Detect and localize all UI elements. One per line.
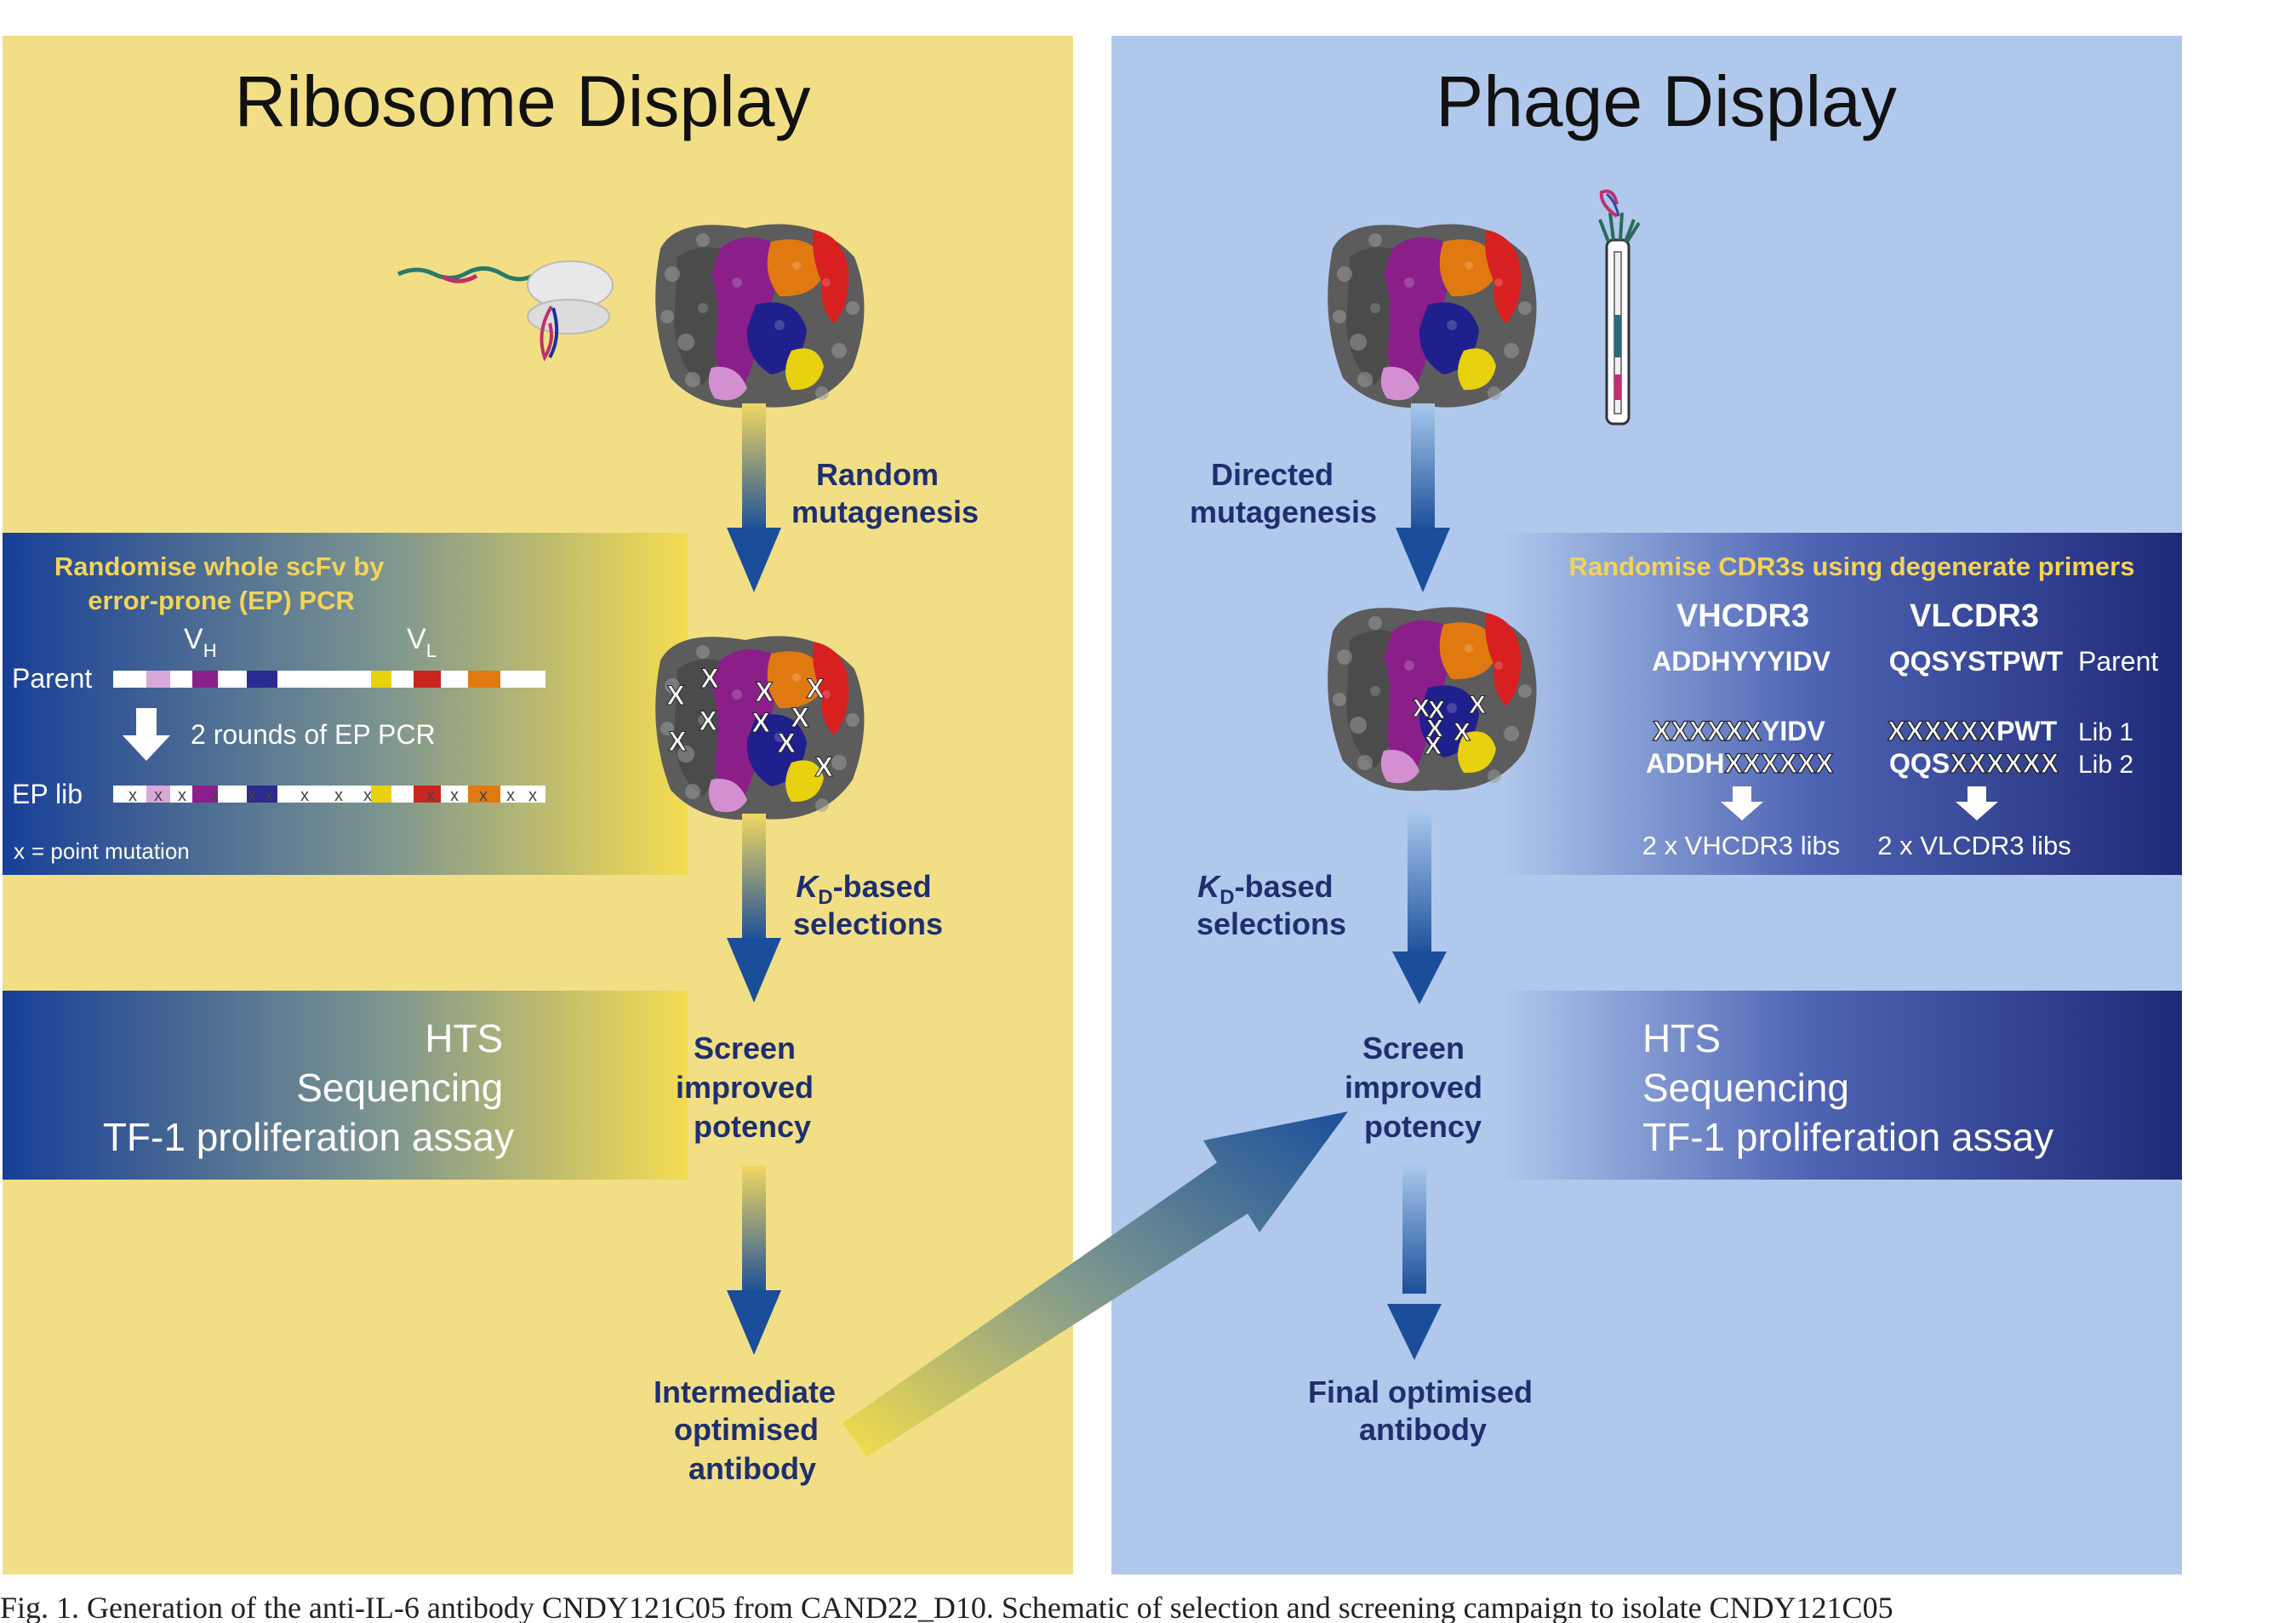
screen-potency-label-right: Screen improved potency	[1345, 1031, 1491, 1144]
lib2-label: Lib 2	[2078, 751, 2133, 779]
final-antibody-label: Final optimised antibody	[1308, 1374, 1541, 1447]
svg-text:x: x	[363, 786, 372, 805]
screen-potency-label-left: Screen improved potency	[676, 1031, 822, 1144]
protein-surface-icon	[655, 224, 865, 409]
ep-pcr-rounds-label: 2 rounds of EP PCR	[191, 719, 436, 750]
svg-text:x: x	[265, 786, 273, 805]
cdr3-box-title: Randomise CDR3s using degenerate primers	[1569, 551, 2135, 581]
svg-text:x: x	[450, 786, 459, 805]
figure-caption: Fig. 1. Generation of the anti-IL-6 anti…	[0, 1593, 1893, 1623]
point-mutation-legend: x= point mutation	[14, 838, 190, 864]
down-arrow-icon	[1956, 786, 1998, 820]
protein-surface-icon	[1328, 224, 1537, 409]
svg-text:X: X	[1469, 691, 1486, 719]
directed-mutagenesis-label: Directed mutagenesis	[1190, 457, 1377, 529]
diagonal-arrow-icon	[842, 1112, 1348, 1457]
vl-label: VL	[407, 623, 437, 661]
svg-text:x: x	[210, 786, 219, 805]
svg-text:x: x	[506, 786, 515, 805]
kd-selections-label: KD-based selections	[793, 869, 943, 941]
ep-pcr-library-box	[3, 533, 688, 875]
svg-text:X: X	[1426, 715, 1443, 743]
down-arrow-icon	[1396, 403, 1450, 592]
down-arrow-icon	[727, 1166, 781, 1355]
intermediate-antibody-label: Intermediate optimised antibody	[654, 1374, 844, 1486]
svg-text:X: X	[1454, 718, 1471, 746]
assay-list-left: HTS Sequencing TF-1 proliferation assay	[103, 1016, 514, 1159]
down-arrow-icon	[1387, 1166, 1442, 1360]
svg-text:x: x	[178, 786, 186, 805]
assay-list-right: HTS Sequencing TF-1 proliferation assay	[1642, 1016, 2053, 1159]
lib1-vhcdr3-sequence: XXXXXXYIDV	[1653, 716, 1825, 746]
vhcdr3-libs-result: 2 x VHCDR3 libs	[1642, 831, 1841, 860]
svg-text:X: X	[755, 677, 774, 707]
down-arrow-icon	[727, 814, 781, 1003]
parent-vhcdr3-sequence: ADDHYYYIDV	[1652, 646, 1831, 677]
vhcdr3-heading: VHCDR3	[1676, 598, 1809, 634]
svg-text:x: x	[300, 786, 309, 805]
svg-text:X: X	[1425, 732, 1442, 760]
parent-vlcdr3-sequence: QQSYSTPWT	[1889, 646, 2064, 677]
random-mutagenesis-label: Random mutagenesis	[791, 457, 979, 529]
svg-text:X: X	[700, 663, 719, 694]
down-arrow-icon	[1721, 786, 1763, 820]
svg-text:X: X	[668, 726, 687, 757]
ribosome-mrna-icon	[397, 260, 614, 362]
down-arrow-icon	[727, 403, 781, 592]
parent-scfv-bar	[113, 671, 545, 688]
vlcdr3-heading: VLCDR3	[1910, 598, 2039, 634]
svg-text:X: X	[806, 673, 825, 704]
mutated-protein-surface-icon: X X X X X X	[1328, 607, 1537, 791]
svg-text:X: X	[814, 751, 833, 782]
svg-text:x: x	[129, 786, 137, 805]
svg-text:X: X	[666, 680, 685, 711]
parent-label: Parent	[12, 663, 92, 694]
phage-icon	[1598, 189, 1641, 426]
svg-text:x: x	[154, 786, 163, 805]
svg-text:X: X	[791, 702, 809, 733]
ep-pcr-arrow-icon	[123, 708, 170, 761]
ep-lib-label: EP lib	[12, 779, 83, 809]
cdr3-library-box	[1501, 533, 2182, 875]
svg-text:X: X	[699, 706, 717, 736]
svg-text:X: X	[751, 707, 770, 738]
ep-pcr-box-title: Randomise whole scFv by error-prone (EP)…	[54, 551, 391, 615]
svg-text:x: x	[426, 786, 435, 805]
lib1-label: Lib 1	[2078, 718, 2133, 746]
ribosome-display-title: Ribosome Display	[235, 61, 811, 141]
vlcdr3-libs-result: 2 x VLCDR3 libs	[1877, 831, 2070, 860]
svg-text:x: x	[479, 786, 488, 805]
svg-text:X: X	[777, 728, 796, 758]
vh-label: VH	[184, 623, 217, 661]
svg-text:x: x	[334, 786, 343, 805]
parent-row-label: Parent	[2078, 646, 2158, 677]
svg-text:X: X	[1413, 694, 1430, 723]
down-arrow-icon	[1392, 812, 1447, 1004]
svg-text:x: x	[528, 786, 537, 805]
svg-text:x: x	[248, 786, 256, 805]
lib2-vlcdr3-sequence: QQSXXXXXX	[1889, 748, 2059, 779]
svg-text:X: X	[1428, 696, 1445, 724]
mutated-protein-surface-icon: X X X X X X X X X X	[655, 636, 865, 820]
assay-box-right	[1501, 991, 2182, 1180]
kd-selections-label-phage: KD-based selections	[1197, 869, 1346, 941]
lib1-vlcdr3-sequence: XXXXXXPWT	[1888, 716, 2058, 746]
phage-display-title: Phage Display	[1436, 61, 1897, 141]
assay-box-left	[3, 991, 688, 1180]
lib2-vhcdr3-sequence: ADDHXXXXXX	[1646, 748, 1834, 779]
